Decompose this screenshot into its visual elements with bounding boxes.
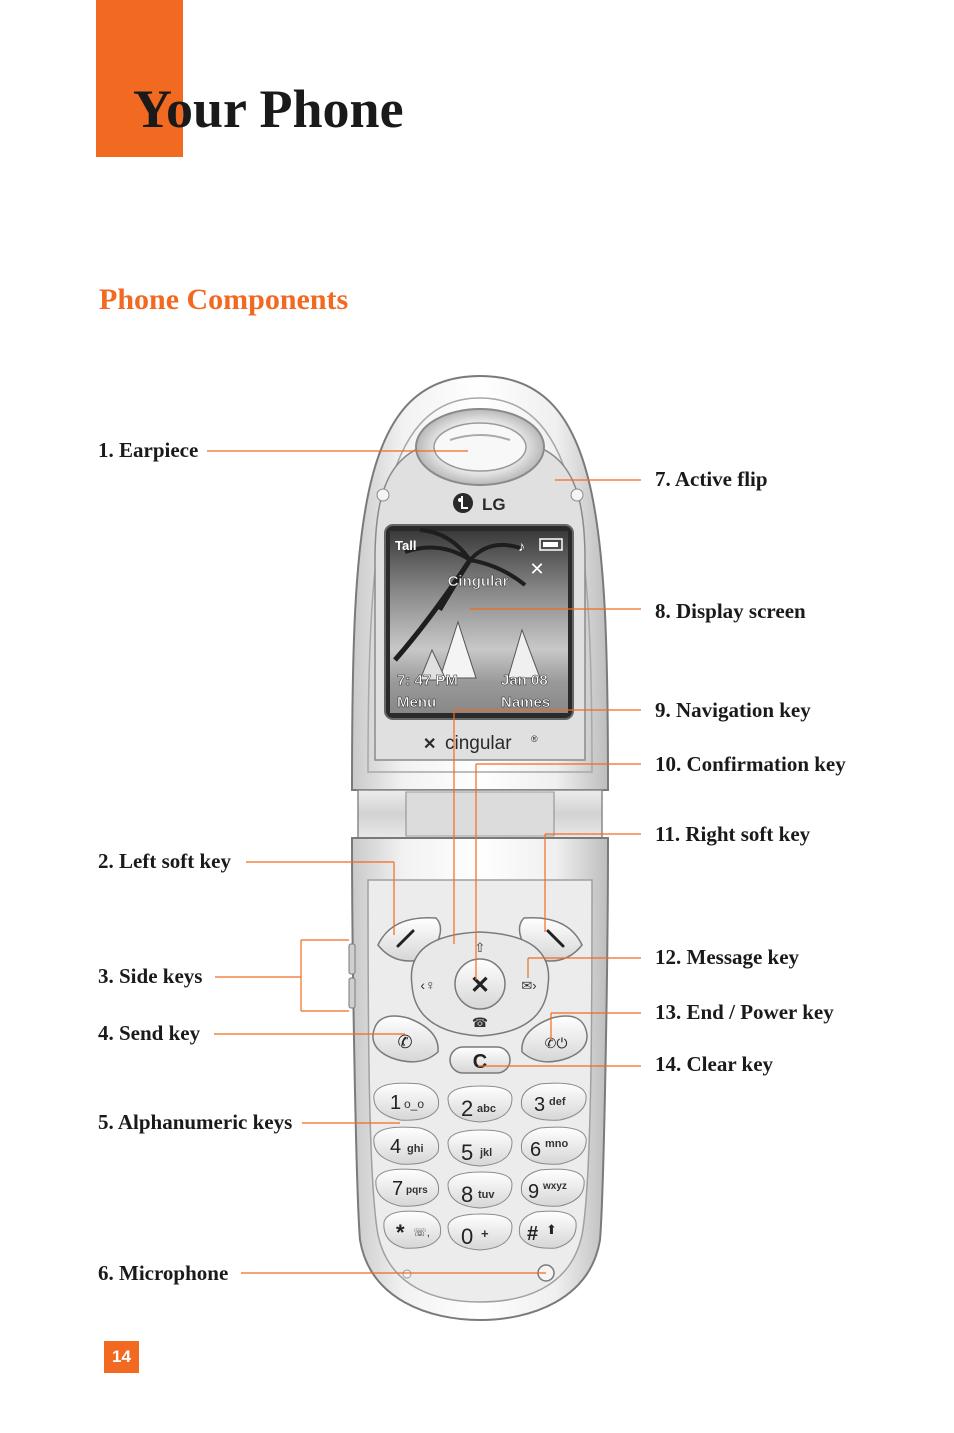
svg-text:4: 4 [390,1136,401,1158]
svg-text:6: 6 [530,1139,541,1161]
svg-text:1: 1 [390,1092,401,1114]
svg-text:pqrs: pqrs [406,1185,428,1196]
key-star[interactable]: * ☏, [383,1210,442,1249]
label-navigation-key: 9. Navigation key [655,698,811,722]
svg-text:9: 9 [528,1181,539,1203]
key-4[interactable]: 4 ghi [373,1126,440,1165]
label-microphone: 6. Microphone [98,1261,229,1285]
label-clear-key: 14. Clear key [655,1052,774,1076]
screen-carrier: Cingular [448,573,509,590]
screen-time: 7: 47 PM [397,672,458,689]
svg-text:wxyz: wxyz [542,1181,567,1192]
key-7[interactable]: 7 pqrs [375,1168,440,1207]
label-right-soft-key: 11. Right soft key [655,822,811,846]
nav-left-icon: ‹♀ [420,977,435,993]
page-title: Your Phone [133,79,404,139]
key-9[interactable]: 9 wxyz [520,1168,585,1207]
svg-text:mno: mno [545,1138,569,1150]
key-2[interactable]: 2 abc [447,1085,513,1123]
svg-text:#: # [527,1223,538,1245]
nav-up-icon: ⇧ [475,940,486,955]
svg-text:abc: abc [477,1103,496,1115]
cingular-x-icon: ✕ [423,736,436,753]
ok-x-icon: ✕ [470,972,490,999]
cingular-logo: ✕ cingular ® [423,733,538,754]
earpiece [415,408,545,486]
alphanumeric-keys[interactable]: 1 o_o 2 abc 3 def 4 ghi 5 jkl 6 mno [373,1082,587,1251]
voicemail-icon: o_o [404,1097,424,1111]
screen-left-softkey: Menu [397,694,436,711]
label-display-screen: 8. Display screen [655,599,806,623]
key-5[interactable]: 5 jkl [447,1129,513,1167]
label-end-power-key: 13. End / Power key [655,1000,834,1024]
svg-text:8: 8 [461,1182,473,1207]
label-alphanumeric-keys: 5. Alphanumeric keys [98,1110,293,1134]
page-number: 14 [104,1341,139,1373]
svg-text:5: 5 [461,1140,473,1165]
confirmation-key[interactable]: ✕ [454,958,506,1010]
svg-text:3: 3 [534,1094,545,1116]
leader-lines [207,450,641,1274]
key-hash[interactable]: # ⬆ [518,1210,577,1249]
display-screen: Tall ♪ Cingular ✕ 7: 47 PM Jan 08 Menu N… [384,524,574,720]
label-confirmation-key: 10. Confirmation key [655,752,846,776]
send-key[interactable]: ✆ [372,1015,439,1063]
carrier-x-icon: ✕ [529,559,544,579]
key-0[interactable]: 0 + [447,1213,513,1251]
label-left-soft-key: 2. Left soft key [98,849,231,873]
side-keys[interactable] [348,943,356,1009]
svg-text:2: 2 [461,1096,473,1121]
label-message-key: 12. Message key [655,945,800,969]
key-6[interactable]: 6 mno [520,1126,587,1165]
nav-down-icon: ☎ [472,1015,488,1030]
section-heading: Phone Components [99,283,349,316]
key-1[interactable]: 1 o_o [373,1082,440,1121]
chapter-color-block [96,0,183,157]
brand-text: LG [482,495,506,514]
cingular-text: cingular [445,733,512,754]
end-power-icon: ✆⏻ [545,1035,568,1051]
shift-arrow-icon: ⬆ [546,1222,557,1237]
message-key-icon: ✉› [521,978,536,993]
signal-indicator: Tall [395,538,416,553]
svg-text:ghi: ghi [407,1143,424,1155]
svg-text:def: def [549,1096,566,1108]
svg-text:0: 0 [461,1224,473,1249]
clear-key[interactable]: C [449,1046,511,1074]
end-power-key[interactable]: ✆⏻ [521,1015,588,1063]
svg-text:+: + [481,1226,489,1241]
label-side-keys: 3. Side keys [98,964,203,988]
label-send-key: 4. Send key [98,1021,201,1045]
label-active-flip: 7. Active flip [655,467,768,491]
ringtone-icon: ♪ [518,538,525,554]
battery-icon [539,538,563,551]
svg-text:®: ® [531,734,538,744]
svg-text:tuv: tuv [478,1189,495,1201]
svg-text:7: 7 [392,1178,403,1200]
lg-logo: LG [453,493,506,514]
svg-text:jkl: jkl [479,1147,492,1159]
key-3[interactable]: 3 def [520,1082,587,1121]
label-earpiece: 1. Earpiece [98,438,199,462]
hinge [357,789,603,839]
screen-date: Jan 08 [501,672,548,689]
key-8[interactable]: 8 tuv [447,1171,513,1209]
screen-right-softkey: Names [501,694,550,711]
svg-text:*: * [396,1220,405,1245]
send-phone-icon: ✆ [397,1032,412,1052]
vibrate-icon: ☏, [413,1227,430,1239]
svg-text:C: C [473,1051,487,1073]
